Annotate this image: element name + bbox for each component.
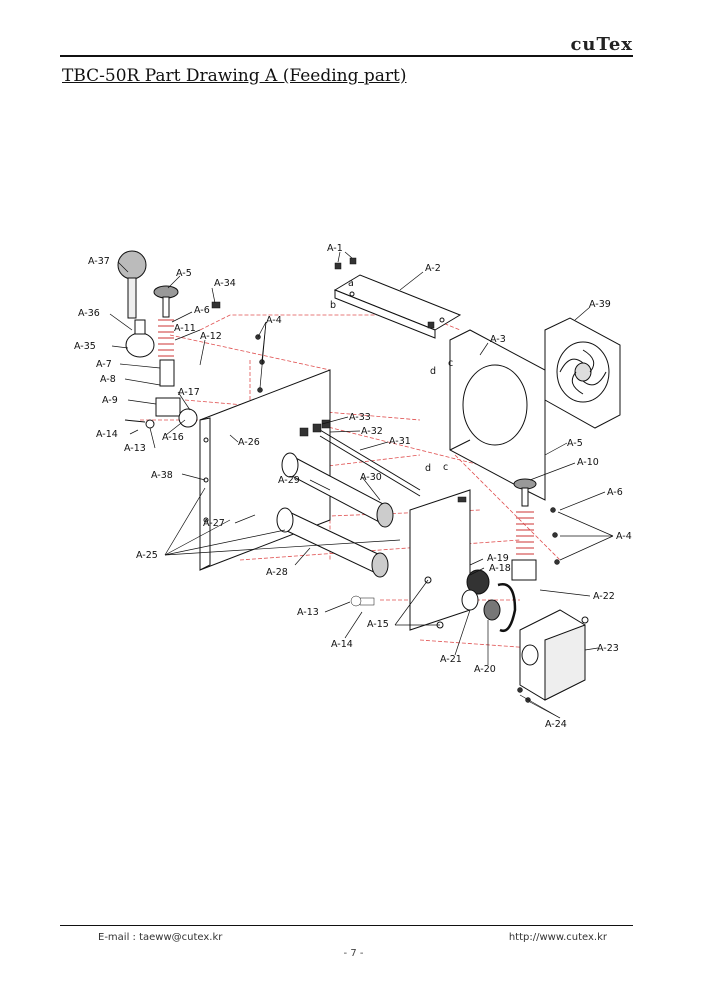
part-label: A-24 [545, 719, 567, 730]
part-label: A-2 [425, 263, 441, 274]
part-label: A-27 [203, 518, 225, 529]
part-labels: A-1 a A-2 b A-37 A-5 A-34 A-36 A-6 A-4 A… [74, 243, 632, 730]
part-label: A-6 [194, 305, 210, 316]
part-label: A-6 [607, 487, 623, 498]
part-label: d [430, 366, 436, 377]
part-label: A-13 [297, 607, 319, 618]
part-label: A-14 [96, 429, 118, 440]
part-label: A-23 [597, 643, 619, 654]
part-label: A-13 [124, 443, 146, 454]
part-label: A-16 [162, 432, 184, 443]
part-label: A-25 [136, 550, 158, 561]
part-label: A-32 [361, 426, 383, 437]
leader-lines [109, 251, 614, 719]
part-label: A-12 [200, 331, 222, 342]
part-label: A-39 [589, 299, 611, 310]
rear-plate [449, 329, 546, 501]
tension-assembly-right [511, 478, 537, 581]
page-title: TBC-50R Part Drawing A (Feeding part) [62, 66, 407, 86]
part-label: A-35 [74, 341, 96, 352]
gear-belt-drive [461, 569, 517, 633]
part-label: A-33 [349, 412, 371, 423]
part-label: A-37 [88, 256, 110, 267]
part-label: A-5 [176, 268, 192, 279]
part-label: d [425, 463, 431, 474]
cooling-fan [544, 317, 621, 429]
footer-url: http://www.cutex.kr [508, 932, 607, 943]
part-label: A-3 [490, 334, 506, 345]
part-label: A-4 [266, 315, 282, 326]
rollers [276, 429, 421, 578]
part-label: A-1 [327, 243, 343, 254]
part-label: A-9 [102, 395, 118, 406]
tension-assembly-left [124, 285, 198, 429]
part-label: A-22 [593, 591, 615, 602]
part-label: A-28 [266, 567, 288, 578]
right-side-plate [409, 489, 471, 631]
part-label: A-29 [278, 475, 300, 486]
stepper-motor [519, 609, 589, 701]
part-label: a [348, 278, 354, 289]
part-label: A-7 [96, 359, 112, 370]
part-label: A-34 [214, 278, 236, 289]
part-label: A-17 [178, 387, 200, 398]
part-label: A-5 [567, 438, 583, 449]
footer-rule [60, 925, 633, 926]
brand-logo: cuTex [570, 34, 633, 55]
part-label: A-38 [151, 470, 173, 481]
part-label: A-4 [616, 531, 632, 542]
part-label: c [443, 462, 448, 473]
part-label: b [330, 300, 336, 311]
part-label: A-19 [487, 553, 509, 564]
part-label: A-30 [360, 472, 382, 483]
top-plate [333, 274, 462, 339]
part-label: A-20 [474, 664, 496, 675]
lever-knob [117, 250, 155, 358]
part-label: A-15 [367, 619, 389, 630]
part-label: A-21 [440, 654, 462, 665]
header-rule [60, 55, 633, 57]
part-label: A-36 [78, 308, 100, 319]
exploded-part-drawing: A-1 a A-2 b A-37 A-5 A-34 A-36 A-6 A-4 A… [74, 243, 632, 730]
page-number: - 7 - [343, 948, 364, 959]
part-label: A-11 [174, 323, 196, 334]
part-label: A-14 [331, 639, 353, 650]
part-label: A-31 [389, 436, 411, 447]
part-label: A-26 [238, 437, 260, 448]
footer-email: E-mail : taeww@cutex.kr [98, 932, 223, 943]
part-label: c [448, 358, 453, 369]
part-label: A-8 [100, 374, 116, 385]
part-label: A-10 [577, 457, 599, 468]
part-label: A-18 [489, 563, 511, 574]
